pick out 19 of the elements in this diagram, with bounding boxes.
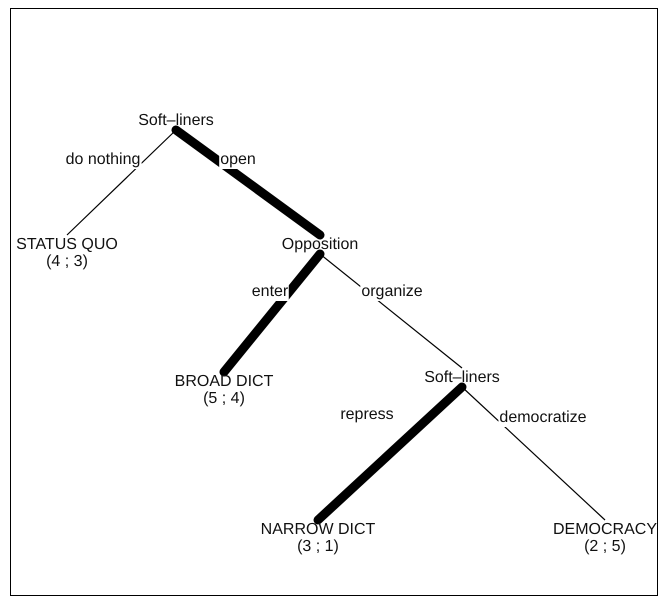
edge-label: enter <box>250 283 290 301</box>
equilibrium-branch <box>314 382 466 524</box>
node-label: Soft–liners <box>138 112 214 129</box>
edge-label: do nothing <box>64 151 142 169</box>
node-label: Soft–liners <box>424 369 500 386</box>
edge-label: democratize <box>498 409 588 427</box>
equilibrium-branch <box>172 126 324 240</box>
node-label: BROAD DICT <box>174 373 274 390</box>
equilibrium-branch <box>220 250 324 376</box>
payoff-label: (4 ; 3) <box>45 253 89 270</box>
node-label: NARROW DICT <box>260 521 376 538</box>
node-label: DEMOCRACY <box>553 521 657 538</box>
payoff-label: (5 ; 4) <box>202 390 246 407</box>
node-label: STATUS QUO <box>16 236 118 253</box>
edge-label: organize <box>360 283 424 301</box>
payoff-label: (3 ; 1) <box>296 538 340 555</box>
node-label: Opposition <box>282 236 358 253</box>
tree-branch <box>462 386 606 520</box>
payoff-label: (2 ; 5) <box>583 538 627 555</box>
